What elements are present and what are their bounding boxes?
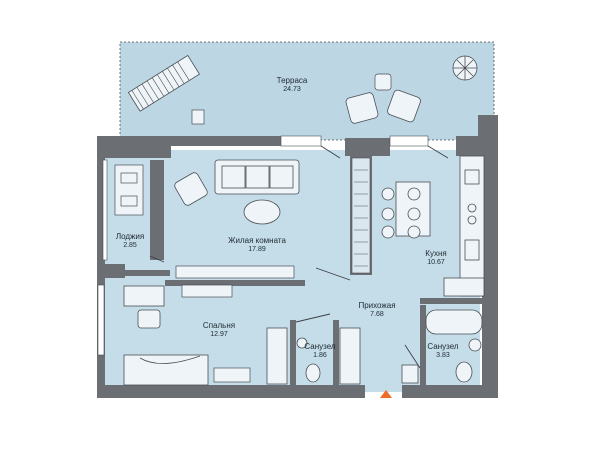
room-label-bath2: Санузел 3.83 [427,342,458,361]
room-label-bedroom: Спальня 12.97 [203,321,235,340]
room-area: 24.73 [283,86,301,93]
bath2-fixtures [401,309,483,384]
room-area: 12.97 [210,331,228,338]
room-name: Кухня [425,249,447,258]
desk [123,285,165,329]
room-name: Лоджия [115,232,145,241]
room-area: 10.67 [427,259,445,266]
windows [97,135,429,356]
room-name: Спальня [202,321,236,330]
wardrobe-hangers [354,169,368,267]
door-swings [149,145,449,369]
dresser [181,284,233,298]
room-label-living: Жилая комната 17.89 [228,236,286,255]
terrace-armchair-2 [387,89,421,123]
room-name: Прихожая [358,301,396,310]
room-name: Санузел [427,342,459,351]
room-area: 17.89 [248,246,266,253]
wardrobe-column [351,157,371,274]
room-label-kitchen: Кухня 10.67 [425,249,446,268]
tv-unit [175,265,295,279]
room-area: 3.83 [436,352,450,359]
room-label-hall: Прихожая 7.68 [358,301,395,320]
room-label-bath1: Санузел 1.86 [304,342,335,361]
terrace-armchair-1 [345,92,379,124]
loggia-chairs [114,164,144,216]
bed [123,354,209,386]
dining-table [381,181,431,239]
armchair [174,172,208,206]
bench [213,367,251,383]
room-area: 2.85 [123,242,137,249]
terrace-area [119,41,495,141]
coffee-table [243,199,281,225]
terrace-side-table [191,109,205,125]
sofa [214,159,300,195]
room-area: 1.86 [313,352,327,359]
entrance-arrow-icon [380,390,392,398]
room-label-terrace: Терраса 24.73 [277,76,308,95]
room-name: Санузел [304,342,336,351]
terrace-coffee-table [374,73,392,91]
room-name: Терраса [276,76,308,85]
room-name: Жилая комната [228,236,286,245]
room-label-loggia: Лоджия 2.85 [116,232,144,251]
kitchen-counter [443,155,485,297]
sun-lounger-1 [127,54,201,112]
plant-icon [452,55,478,81]
room-area: 7.68 [370,311,384,318]
bath1-fixtures [266,327,361,385]
